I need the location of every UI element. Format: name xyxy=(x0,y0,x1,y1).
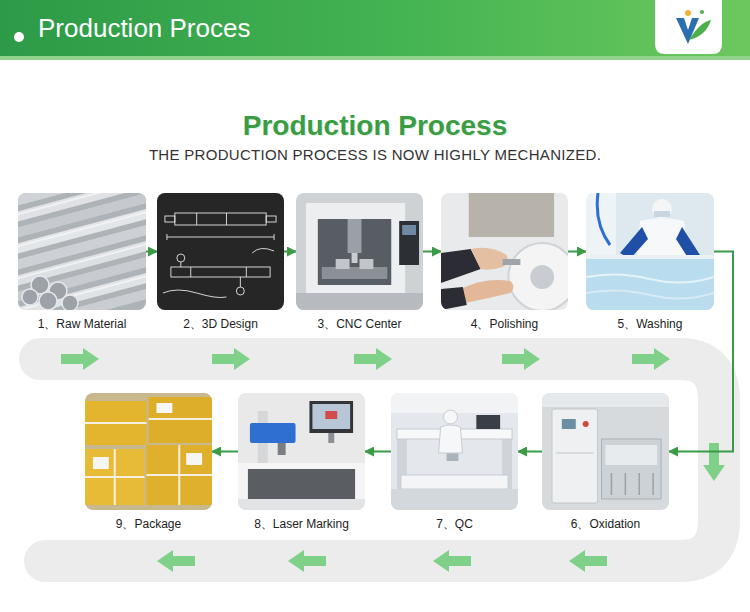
step-label: 1、Raw Material xyxy=(18,316,146,333)
track-arrows xyxy=(61,348,725,572)
flow-connector xyxy=(284,251,296,253)
process-step: 5、Washing xyxy=(586,193,714,335)
header-text: Production Proces xyxy=(38,13,250,44)
step-label: 4、Polishing xyxy=(441,316,568,333)
raw-material-photo xyxy=(18,193,146,310)
process-step: 7、QC xyxy=(391,393,518,535)
process-step: 9、Package xyxy=(85,393,212,535)
track-band xyxy=(40,359,719,561)
washing-photo xyxy=(586,193,714,310)
step-label: 3、CNC Center xyxy=(296,316,423,333)
process-step: 1、Raw Material xyxy=(18,193,146,335)
oxidation-machine-photo xyxy=(542,393,669,510)
flow-connector xyxy=(518,451,542,453)
step-label: 7、QC xyxy=(391,516,518,533)
header-band: Production Proces xyxy=(0,0,750,60)
process-step: 6、Oxidation xyxy=(542,393,669,535)
flow-connector xyxy=(146,251,157,253)
laser-marking-photo xyxy=(238,393,365,510)
process-step: 4、Polishing xyxy=(441,193,568,335)
package-photo xyxy=(85,393,212,510)
quality-check-photo xyxy=(391,393,518,510)
flow-connector xyxy=(423,251,441,253)
flow-connector xyxy=(212,451,238,453)
step-label: 9、Package xyxy=(85,516,212,533)
polishing-photo xyxy=(441,193,568,310)
subtitle-note: THE PRODUCTION PROCESS IS NOW HIGHLY MEC… xyxy=(0,146,750,163)
step-label: 5、Washing xyxy=(586,316,714,333)
diagram-title: Production Process xyxy=(0,110,750,142)
flow-connector xyxy=(568,251,586,253)
process-step: 2、3D Design xyxy=(157,193,284,335)
design-drawing-photo xyxy=(157,193,284,310)
step-label: 8、Laser Marking xyxy=(238,516,365,533)
step-label: 2、3D Design xyxy=(157,316,284,333)
cnc-machine-photo xyxy=(296,193,423,310)
process-step: 3、CNC Center xyxy=(296,193,423,335)
process-step: 8、Laser Marking xyxy=(238,393,365,535)
flow-connector xyxy=(365,451,391,453)
step-label: 6、Oxidation xyxy=(542,516,669,533)
